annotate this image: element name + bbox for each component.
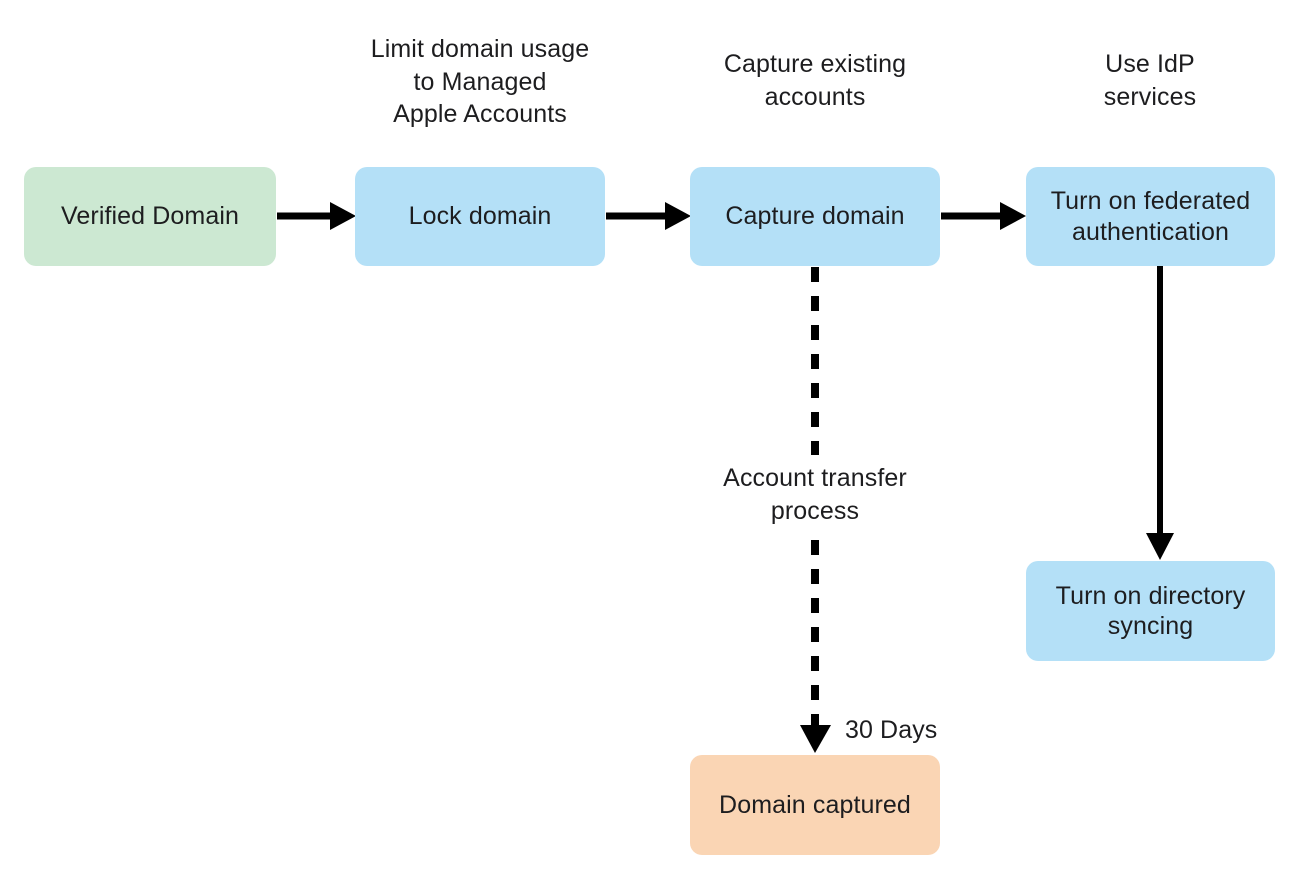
edge-federated-to-directory xyxy=(1146,266,1174,560)
caption-capture-domain: Capture existing accounts xyxy=(723,50,907,111)
node-turn-on-federated-authentication[interactable]: Turn on federated authentication xyxy=(1026,167,1275,266)
node-turn-on-directory-syncing[interactable]: Turn on directory syncing xyxy=(1026,561,1275,661)
caption-lock-domain: Limit domain usage to Managed Apple Acco… xyxy=(370,35,590,128)
node-capture-domain[interactable]: Capture domain xyxy=(690,167,940,266)
label-account-transfer-process: Account transfer process xyxy=(723,464,907,525)
edge-lock-to-capture xyxy=(606,202,691,230)
edge-verified-to-lock xyxy=(277,202,356,230)
node-domain-captured[interactable]: Domain captured xyxy=(690,755,940,855)
node-verified-domain[interactable]: Verified Domain xyxy=(24,167,276,266)
node-lock-domain[interactable]: Lock domain xyxy=(355,167,605,266)
edge-capture-to-federated xyxy=(941,202,1026,230)
label-30-days: 30 Days xyxy=(845,716,938,744)
caption-federated-auth: Use IdP services xyxy=(1103,50,1197,111)
